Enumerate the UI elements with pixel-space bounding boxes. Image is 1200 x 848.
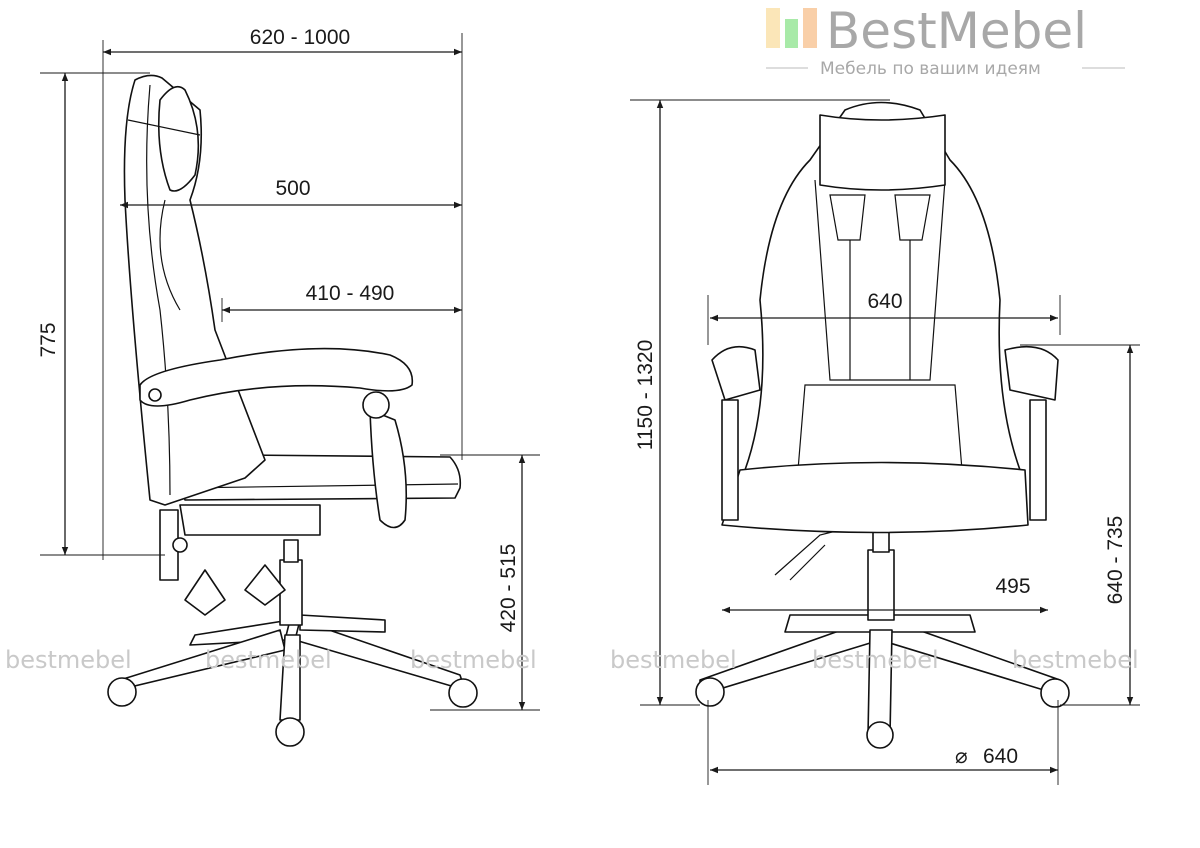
dimension-seat-width: 495: [722, 575, 1048, 614]
dimension-armrest-height: 640 - 735: [1020, 344, 1140, 706]
logo-bar: [785, 19, 798, 48]
dimension-width: 640: [707, 290, 1061, 345]
logo-bar: [766, 8, 780, 48]
dimension-seat-depth-adjust: 410 - 490: [221, 282, 462, 322]
front-view-chair: [695, 101, 1070, 749]
watermark: bestmebel: [5, 646, 132, 674]
dimension-label: 640 - 735: [1104, 516, 1127, 605]
logo-bar: [803, 8, 817, 48]
watermark: bestmebel: [205, 646, 332, 674]
brand-name: BestMebel: [826, 2, 1087, 60]
dimension-seat-depth: 500: [120, 177, 462, 209]
dimension-label: 775: [37, 322, 60, 357]
watermark: bestmebel: [1012, 646, 1139, 674]
watermark: bestmebel: [610, 646, 737, 674]
dimension-overall-height: 1150 - 1320: [630, 99, 890, 706]
brand-logo: BestMebel Мебель по вашим идеям: [766, 2, 1125, 79]
side-view-chair: [107, 74, 478, 747]
dimension-base-diameter: ⌀ 640: [707, 700, 1059, 785]
watermark: bestmebel: [812, 646, 939, 674]
dimension-label: 500: [275, 177, 310, 200]
dimension-label: 410 - 490: [306, 282, 395, 305]
dimension-label: 640: [983, 745, 1018, 768]
diameter-symbol: ⌀: [955, 745, 968, 768]
dimension-label: 620 - 1000: [250, 26, 350, 49]
dimension-label: 420 - 515: [497, 544, 520, 633]
dimension-overall-depth: 620 - 1000: [102, 26, 463, 560]
watermark: bestmebel: [410, 646, 537, 674]
brand-tagline: Мебель по вашим идеям: [820, 59, 1041, 79]
dimension-backrest-height: 775: [37, 72, 165, 556]
dimension-label: 640: [867, 290, 902, 313]
dimension-label: 495: [995, 575, 1030, 598]
dimension-label: 1150 - 1320: [634, 340, 657, 451]
dimension-seat-height: 420 - 515: [430, 454, 540, 711]
watermarks: bestmebel bestmebel bestmebel bestmebel …: [5, 646, 1139, 674]
